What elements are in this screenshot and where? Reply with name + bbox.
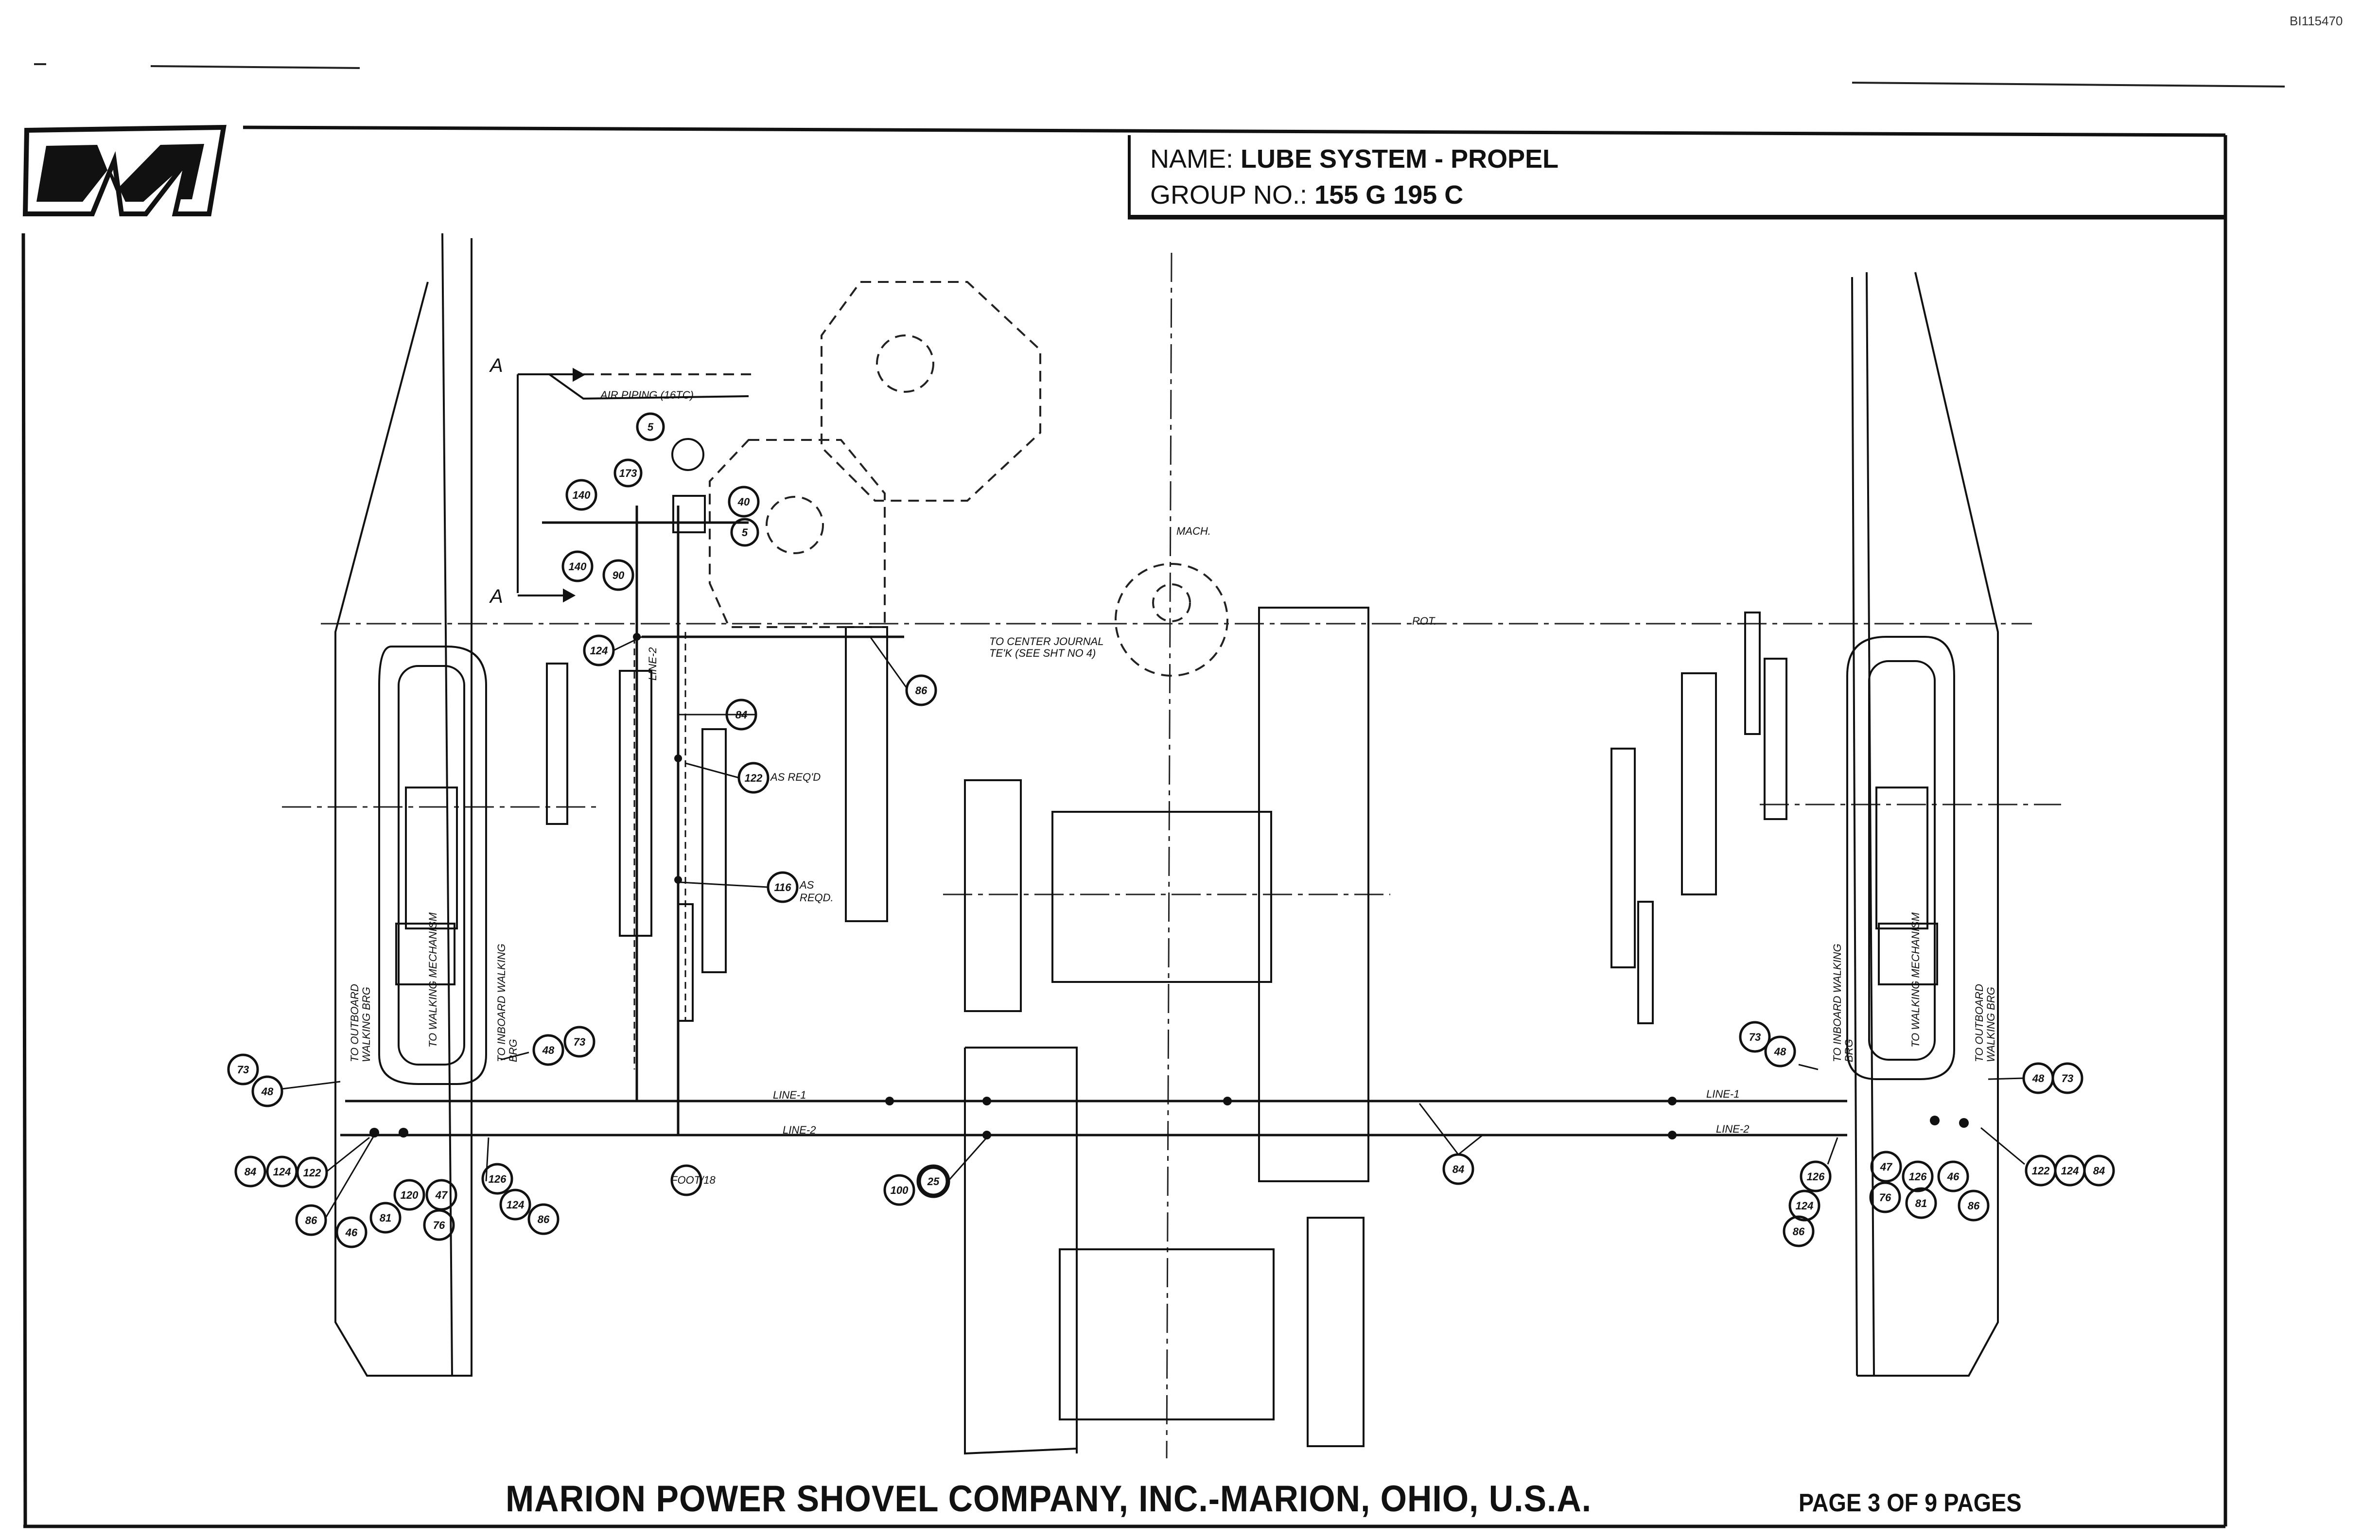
- callout-122: 122: [745, 772, 763, 784]
- svg-text:86: 86: [305, 1214, 317, 1226]
- svg-text:46: 46: [345, 1226, 358, 1239]
- svg-text:84: 84: [2093, 1165, 2105, 1177]
- callout-140: 140: [573, 489, 591, 501]
- svg-text:124: 124: [273, 1166, 291, 1178]
- svg-text:76: 76: [433, 1219, 445, 1231]
- callout-116: 116: [774, 881, 791, 893]
- callout-124: 124: [590, 645, 608, 657]
- svg-text:126: 126: [1807, 1171, 1825, 1183]
- to-inboard-left: TO INBOARD WALKING BRG: [495, 944, 519, 1062]
- svg-text:48: 48: [261, 1085, 274, 1098]
- line-2-left: LINE-2: [783, 1124, 816, 1136]
- title-name-row: NAME: LUBE SYSTEM - PROPEL: [1150, 144, 1558, 174]
- svg-text:73: 73: [237, 1064, 249, 1076]
- company-footer: MARION POWER SHOVEL COMPANY, INC.-MARION…: [506, 1478, 1592, 1520]
- svg-text:48: 48: [542, 1044, 555, 1056]
- svg-text:100: 100: [891, 1184, 909, 1196]
- page-number: PAGE 3 OF 9 PAGES: [1799, 1489, 2022, 1517]
- svg-text:81: 81: [380, 1212, 391, 1224]
- callout-173: 173: [619, 467, 637, 479]
- title-group-row: GROUP NO.: 155 G 195 C: [1150, 180, 1463, 210]
- svg-text:126: 126: [1909, 1171, 1927, 1183]
- line-1-left: LINE-1: [773, 1089, 806, 1101]
- name-value: LUBE SYSTEM - PROPEL: [1241, 144, 1559, 174]
- name-label: NAME:: [1150, 144, 1234, 174]
- svg-text:76: 76: [1879, 1191, 1891, 1204]
- svg-text:81: 81: [1915, 1197, 1927, 1209]
- to-walking-mech-right: TO WALKING MECHANISM: [1909, 912, 1922, 1048]
- callout-40: 40: [737, 496, 750, 508]
- as-reqd-note-2: AS REQD.: [800, 879, 834, 904]
- svg-text:124: 124: [507, 1199, 525, 1211]
- foot-pipe-note: FOOT/18: [671, 1174, 716, 1186]
- callout-86: 86: [915, 684, 928, 697]
- line-2-vertical: LINE-2: [647, 647, 659, 681]
- to-outboard-right: TO OUTBOARD WALKING BRG: [1973, 984, 1997, 1062]
- svg-text:124: 124: [1796, 1200, 1814, 1212]
- group-value: 155 G 195 C: [1314, 180, 1464, 210]
- center-journal-note: TO CENTER JOURNAL TE'K (SEE SHT NO 4): [989, 635, 1104, 659]
- svg-text:86: 86: [1968, 1200, 1980, 1212]
- document-id: BI115470: [2290, 14, 2343, 28]
- svg-text:86: 86: [1793, 1225, 1805, 1238]
- svg-text:47: 47: [435, 1189, 448, 1201]
- callout-140b: 140: [569, 560, 587, 573]
- svg-text:122: 122: [303, 1167, 321, 1179]
- drawing-frame: [21, 125, 2227, 1528]
- title-block: NAME: LUBE SYSTEM - PROPEL GROUP NO.: 15…: [1128, 135, 2225, 218]
- air-piping-note: AIR PIPING (16TC): [600, 389, 694, 401]
- svg-text:84: 84: [1452, 1163, 1464, 1175]
- group-label: GROUP NO.:: [1150, 180, 1308, 210]
- svg-text:84: 84: [245, 1166, 256, 1178]
- callout-90: 90: [612, 569, 625, 581]
- svg-text:73: 73: [1749, 1031, 1761, 1043]
- callout-labels: 5 140 173 40 5 140 90 124 86 84 122 116 …: [237, 421, 2105, 1239]
- callout-84: 84: [735, 709, 747, 721]
- section-a-bottom: A: [490, 586, 503, 607]
- svg-text:48: 48: [2032, 1072, 2045, 1085]
- svg-text:73: 73: [2062, 1072, 2073, 1085]
- svg-text:73: 73: [574, 1036, 585, 1048]
- as-reqd-note-1: AS REQ'D: [770, 771, 821, 783]
- to-outboard-left: TO OUTBOARD WALKING BRG: [349, 984, 372, 1062]
- svg-text:126: 126: [489, 1173, 507, 1185]
- svg-text:86: 86: [538, 1213, 550, 1225]
- marion-logo-icon: [22, 124, 227, 216]
- svg-text:48: 48: [1774, 1046, 1786, 1058]
- svg-text:46: 46: [1947, 1171, 1960, 1183]
- svg-text:124: 124: [2061, 1165, 2079, 1177]
- svg-text:25: 25: [927, 1175, 940, 1188]
- svg-text:47: 47: [1880, 1161, 1893, 1173]
- callout-bubbles: [227, 412, 2115, 1248]
- to-inboard-right: TO INBOARD WALKING BRG: [1831, 944, 1855, 1062]
- callout-5: 5: [742, 526, 748, 539]
- line-2-right: LINE-2: [1716, 1123, 1750, 1135]
- section-a-top: A: [490, 355, 503, 376]
- rotation-centerline-note: ROT.: [1412, 615, 1437, 627]
- callout-5-top: 5: [648, 421, 654, 433]
- machine-centerline-note: MACH.: [1176, 525, 1211, 537]
- line-1-right: LINE-1: [1706, 1088, 1740, 1100]
- svg-text:122: 122: [2032, 1165, 2050, 1177]
- to-walking-mech-left: TO WALKING MECHANISM: [427, 912, 439, 1048]
- svg-text:120: 120: [401, 1189, 419, 1201]
